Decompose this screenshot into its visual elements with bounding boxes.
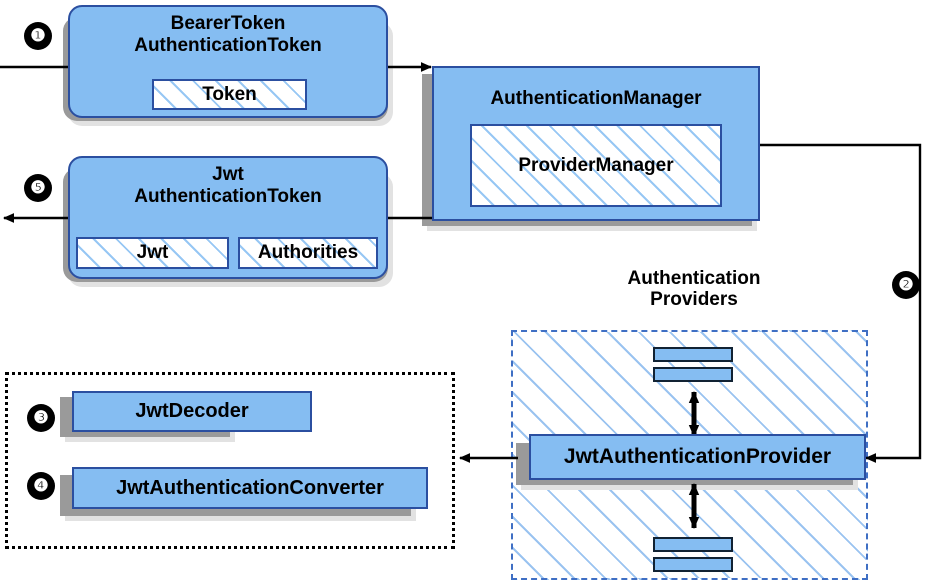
bearer-token-node[interactable]: BearerToken AuthenticationToken — [68, 5, 388, 118]
jwt-authentication-provider-node[interactable]: JwtAuthenticationProvider — [529, 434, 866, 480]
jwt-token-slot-authorities[interactable]: Authorities — [238, 237, 378, 269]
provider-manager-slot[interactable]: ProviderManager — [470, 124, 722, 207]
step-badge-3: ❸ — [28, 405, 54, 431]
authentication-providers-caption: Authentication Providers — [577, 268, 811, 311]
authentication-providers-caption-line1: Authentication — [627, 268, 761, 289]
jwt-token-slot-jwt[interactable]: Jwt — [76, 237, 229, 269]
bearer-token-title-line1: BearerToken — [170, 13, 286, 34]
jwt-helpers-group — [5, 372, 455, 549]
jwt-token-title-line2: AuthenticationToken — [134, 185, 322, 207]
provider-stack-top-bar-2 — [653, 367, 733, 382]
step-badge-1: ❶ — [25, 23, 51, 49]
step-badge-5: ❺ — [25, 175, 51, 201]
provider-stack-bottom-bar-1 — [653, 537, 733, 552]
provider-stack-bottom-bar-2 — [653, 557, 733, 572]
jwt-decoder-node[interactable]: JwtDecoder — [72, 391, 312, 432]
authentication-providers-caption-line2: Providers — [650, 289, 738, 311]
bearer-token-slot[interactable]: Token — [152, 79, 307, 110]
jwt-token-title: Jwt AuthenticationToken — [134, 164, 322, 208]
step-badge-4: ❹ — [28, 473, 54, 499]
jwt-token-title-line1: Jwt — [212, 164, 244, 185]
authentication-manager-title: AuthenticationManager — [490, 88, 702, 109]
provider-stack-top-bar-1 — [653, 347, 733, 362]
step-badge-2: ❷ — [893, 272, 919, 298]
bearer-token-title: BearerToken AuthenticationToken — [134, 13, 322, 57]
bearer-token-title-line2: AuthenticationToken — [134, 34, 322, 56]
jwt-authentication-converter-node[interactable]: JwtAuthenticationConverter — [72, 467, 428, 509]
